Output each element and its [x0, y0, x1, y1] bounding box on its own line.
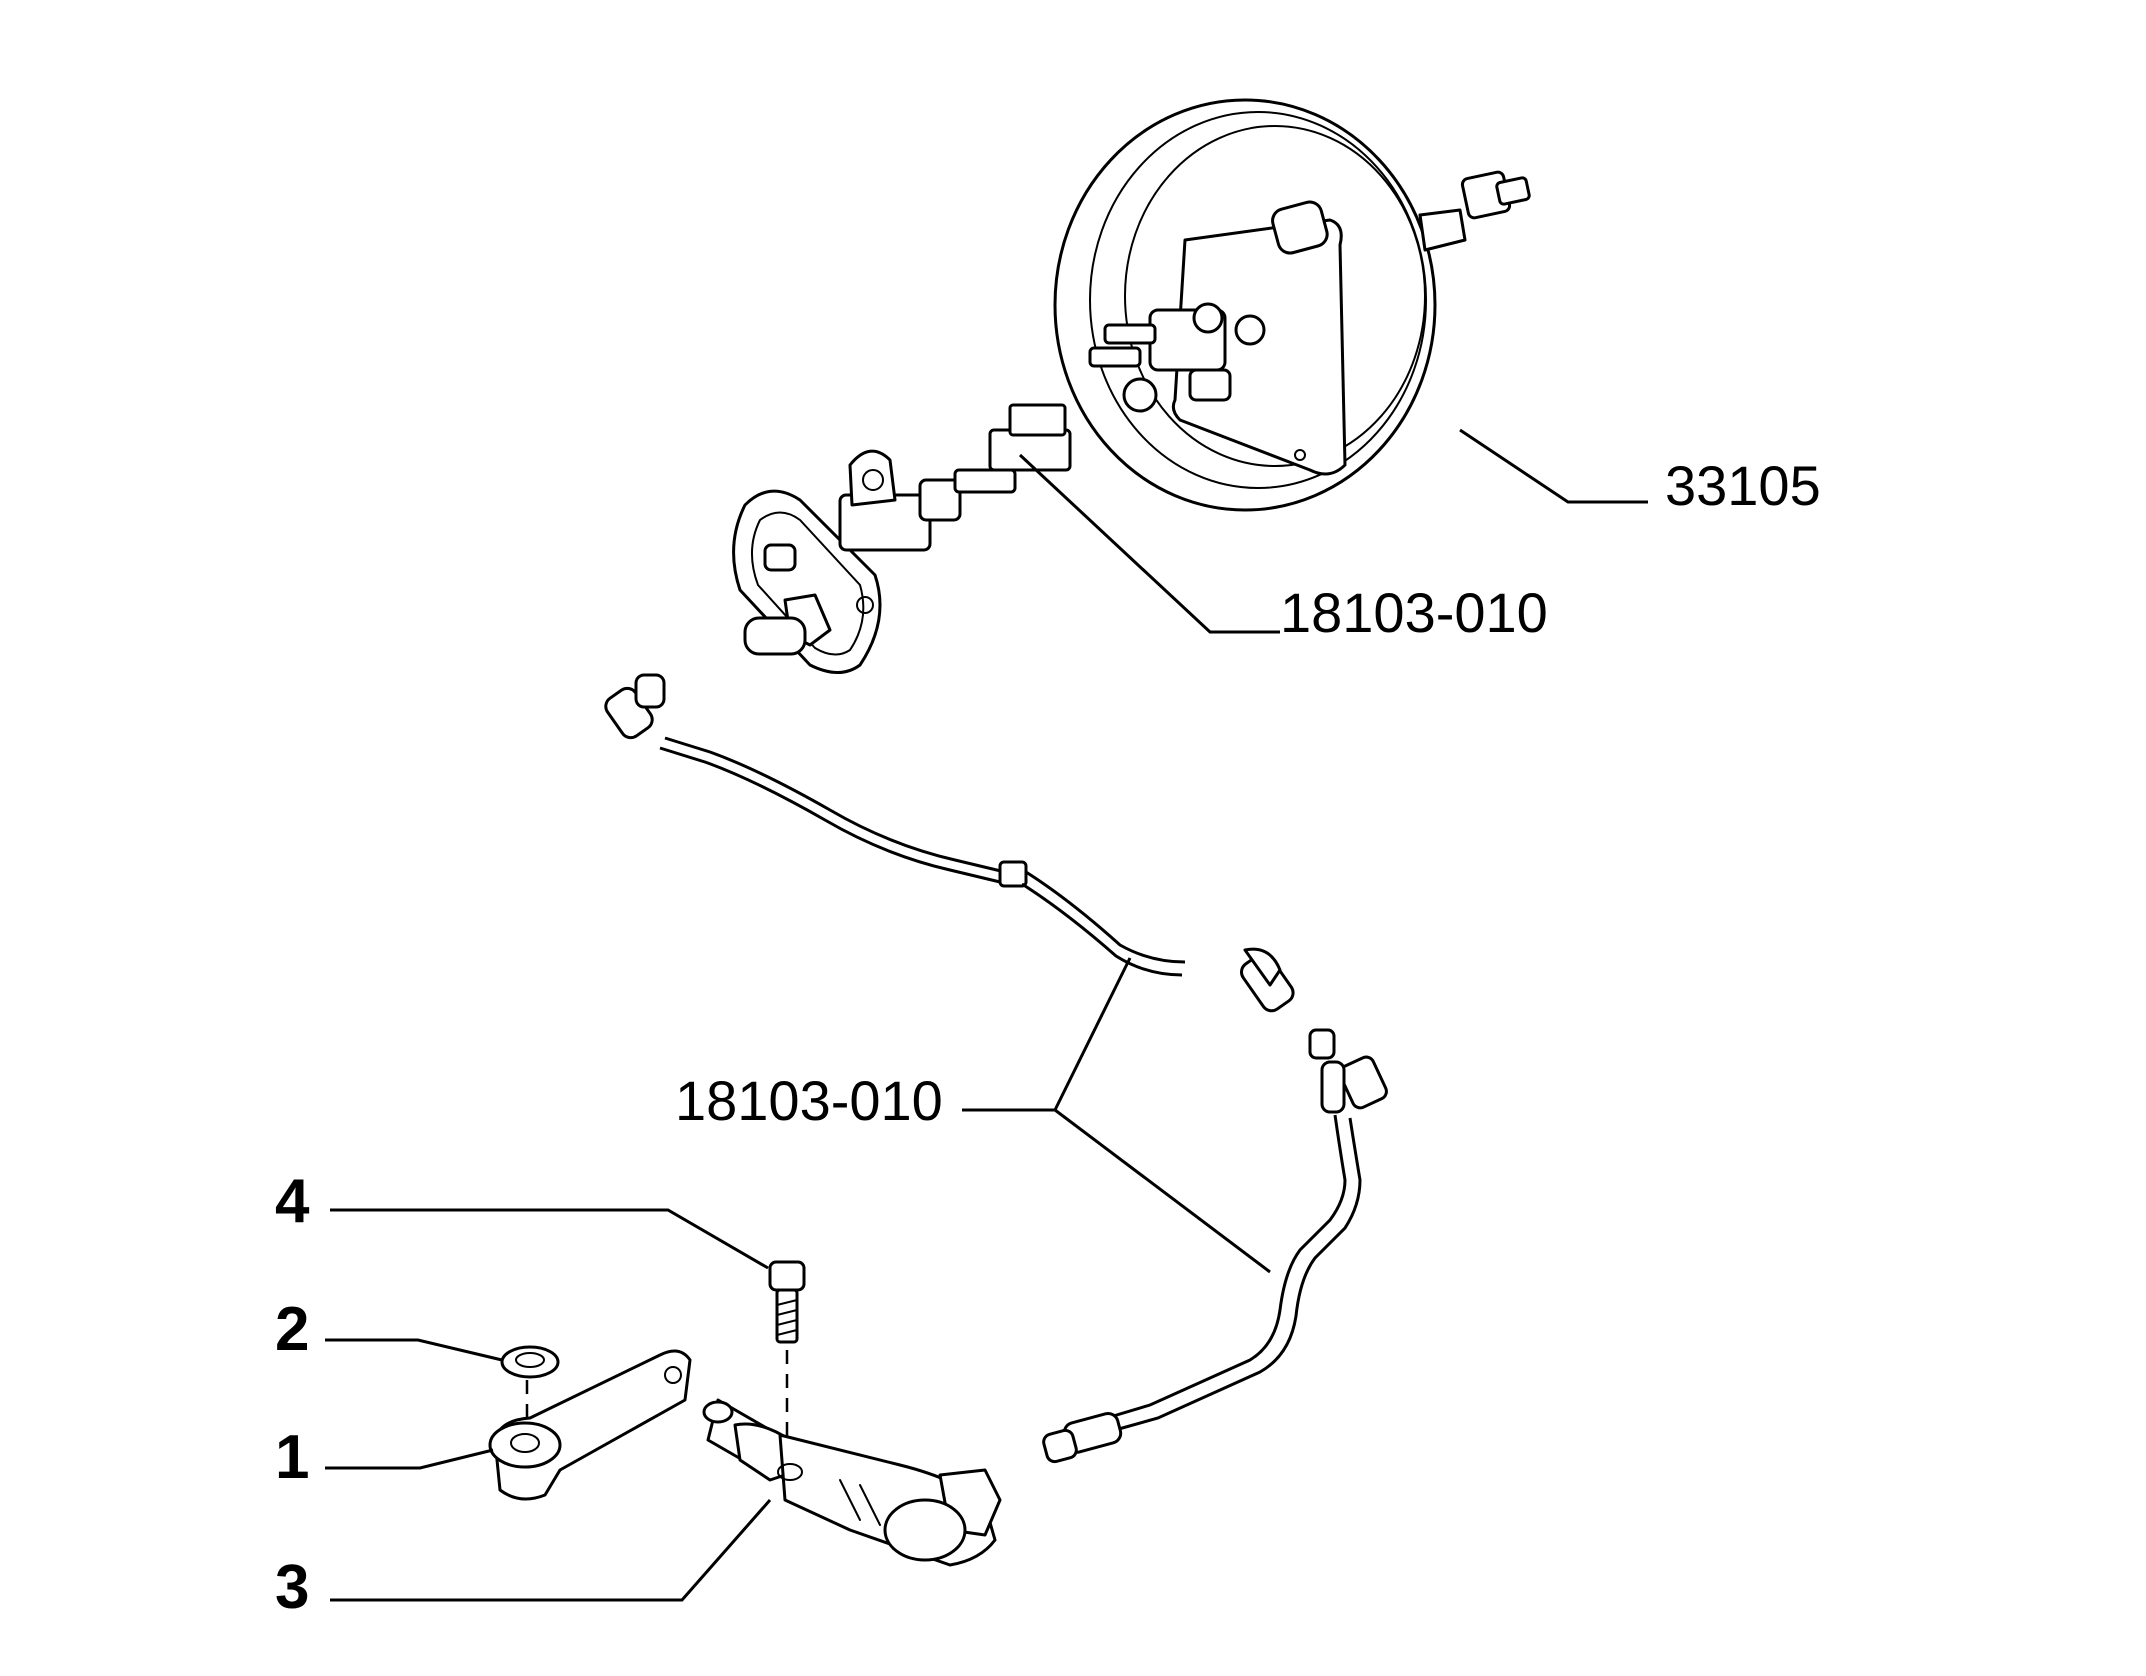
brake-booster-drawing — [1053, 98, 1531, 512]
hose-leader-upper — [1053, 957, 1132, 1111]
slave-cylinder-callout: 3 — [275, 1553, 309, 1622]
hose-leader-lower — [1054, 1108, 1271, 1274]
lever-leader — [325, 1448, 494, 1470]
master-cylinder-leader — [1018, 453, 1280, 634]
hose-callout: 18103-010 — [675, 1069, 943, 1132]
washer-callout: 2 — [275, 1295, 309, 1364]
master-cylinder-callout: 18103-010 — [1280, 581, 1548, 644]
clutch-master-cylinder-drawing — [732, 403, 1072, 674]
slave-cylinder-leader — [330, 1499, 772, 1602]
bolt-drawing — [768, 1260, 806, 1344]
bolt-leader — [330, 1208, 769, 1270]
washer-drawing — [500, 1345, 560, 1379]
slave-cylinder-drawing — [702, 1398, 1002, 1567]
release-lever-drawing — [488, 1349, 692, 1501]
clutch-hose-drawing — [604, 673, 1388, 1464]
booster-callout: 33105 — [1665, 454, 1821, 517]
bolt-callout: 4 — [275, 1167, 310, 1236]
booster-leader — [1459, 428, 1648, 504]
lever-callout: 1 — [275, 1423, 309, 1492]
washer-leader — [325, 1338, 503, 1362]
